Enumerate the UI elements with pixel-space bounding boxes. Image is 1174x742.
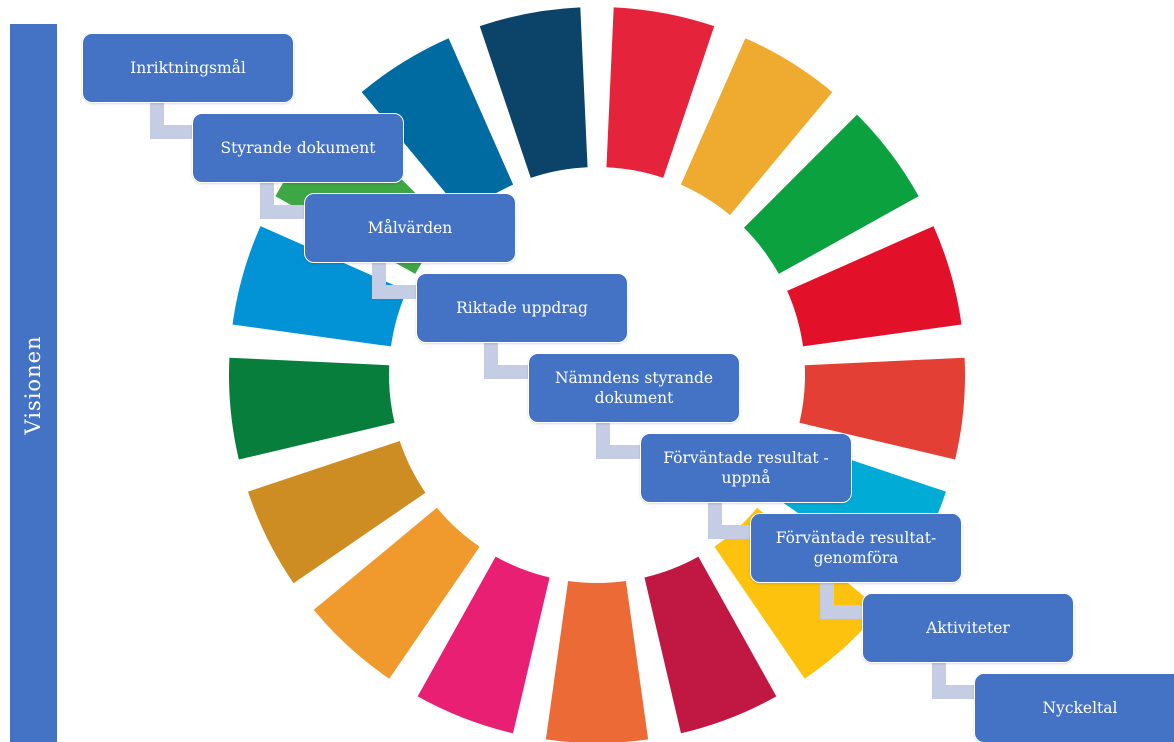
wheel-segment [799,357,965,460]
connector [708,503,756,539]
connector [150,103,198,139]
vision-label: Visionen [21,335,45,435]
connector [820,583,868,619]
wheel-segment [644,556,777,734]
connector [596,423,644,459]
wheel-segment [229,357,395,460]
wheel-segment [479,7,588,178]
step-inriktningsmal: Inriktningsmål [82,33,294,103]
step-forvantade-resultat-uppna: Förväntade resultat - uppnå [640,433,852,503]
step-malvarden: Målvärden [304,193,516,263]
wheel-segment [606,7,715,178]
wheel-segment [361,38,514,216]
step-styrande-dokument: Styrande dokument [192,113,404,183]
wheel-segment [313,507,480,679]
connector [260,183,308,219]
wheel-segment [743,114,919,274]
step-riktade-uppdrag: Riktade uppdrag [416,273,628,343]
connector [484,343,532,379]
step-namndens-styrande-dokument: Nämndens styrande dokument [528,353,740,423]
step-aktiviteter: Aktiviteter [862,593,1074,663]
step-nyckeltal: Nyckeltal [974,673,1174,742]
connector [372,263,420,299]
wheel-segment [680,38,833,216]
wheel-segment [417,556,550,734]
step-forvantade-resultat-genomfora: Förväntade resultat-genomföra [750,513,962,583]
wheel-segment [247,440,426,584]
wheel-segment [545,580,649,742]
vision-bar [10,24,57,742]
wheel-segment [787,226,962,347]
wheel-segment [232,226,407,347]
connector [932,663,980,699]
